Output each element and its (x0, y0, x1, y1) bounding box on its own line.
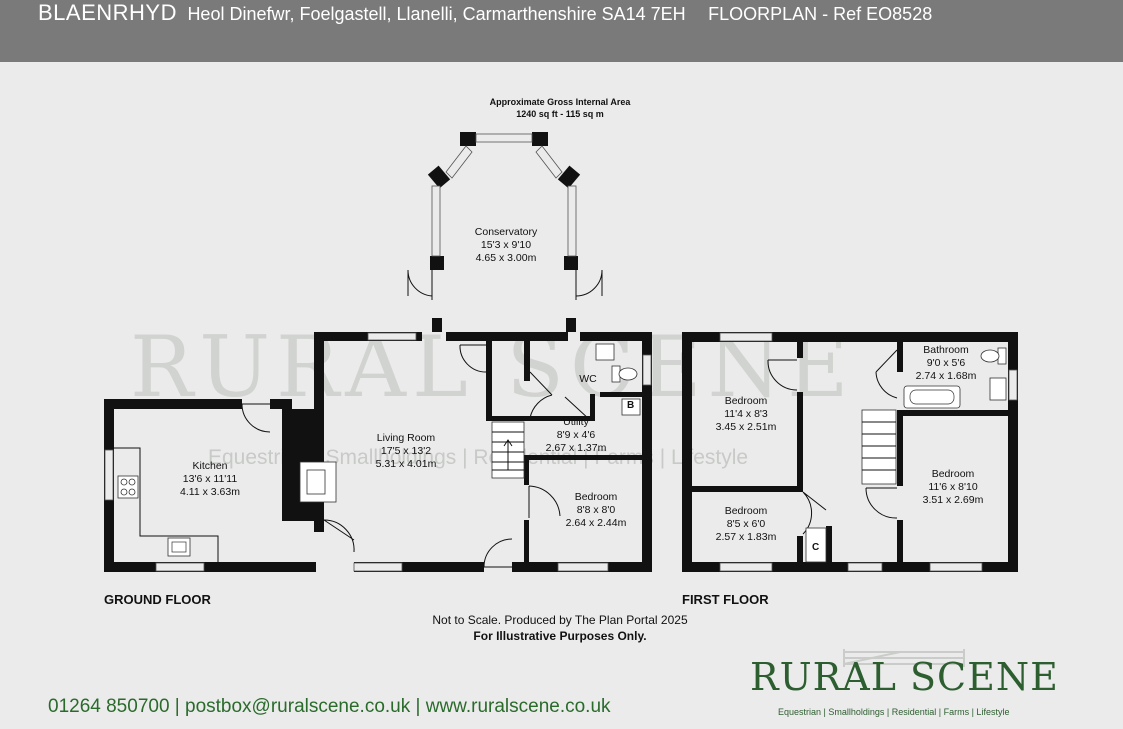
credit-line-2: For Illustrative Purposes Only. (473, 629, 647, 643)
room-metric: 3.51 x 2.69m (922, 494, 984, 506)
toilet-icon (611, 365, 638, 383)
cupboard-box (805, 527, 827, 563)
watermark-tagline: Equestrian | Smallholdings | Residential… (208, 446, 749, 469)
room-metric: 2.67 x 1.37m (545, 442, 607, 454)
floorplan-drawing: .w{fill:#111;} .ln{stroke:#111;fill:none… (104, 132, 1018, 572)
room-bedroom-first-1: Bedroom 11'4 x 8'3 3.45 x 2.51m (716, 395, 777, 434)
sink-icon (989, 377, 1007, 401)
door-swing-icon (407, 269, 603, 300)
credit-line-1: Not to Scale. Produced by The Plan Porta… (432, 613, 688, 627)
room-bedroom-ground: Bedroom 8'8 x 8'0 2.64 x 2.44m (566, 491, 627, 530)
room-bedroom-first-2: Bedroom 11'6 x 8'10 3.51 x 2.69m (923, 468, 984, 507)
room-bathroom: Bathroom 9'0 x 5'6 2.74 x 1.68m (916, 344, 977, 383)
conservatory-walls (427, 132, 581, 270)
logo-word: RURAL SCENE (750, 655, 1059, 699)
room-imperial: 8'5 x 6'0 (726, 518, 766, 530)
room-name: Bedroom (724, 395, 768, 407)
hob-icon (117, 475, 139, 499)
room-imperial: 17'5 x 13'2 (380, 445, 432, 457)
room-bedroom-first-3: Bedroom 8'5 x 6'0 2.57 x 1.83m (716, 505, 777, 544)
room-imperial: 11'6 x 8'10 (928, 481, 978, 493)
gate-icon (843, 649, 965, 667)
room-name: Living Room (376, 432, 436, 444)
room-utility: Utility 8'9 x 4'6 2.67 x 1.37m (546, 416, 607, 455)
room-name: Bedroom (574, 491, 618, 503)
room-name: Bedroom (931, 468, 975, 480)
room-metric: 3.45 x 2.51m (715, 421, 777, 433)
area-value: 1240 sq ft - 115 sq m (516, 109, 604, 119)
room-imperial: 11'4 x 8'3 (724, 408, 768, 420)
room-name: Conservatory (474, 226, 538, 238)
cupboard-marker: C (812, 542, 820, 553)
room-kitchen: Kitchen 13'6 x 11'11 4.11 x 3.63m (180, 460, 240, 499)
room-name: Bedroom (724, 505, 768, 517)
room-imperial: 8'8 x 8'0 (576, 504, 616, 516)
first-floor-windows (719, 332, 1018, 572)
fireplace-icon (299, 461, 337, 503)
property-name: BLAENRHYD (38, 0, 177, 25)
sink-icon (595, 343, 615, 361)
boiler-box (621, 398, 641, 416)
room-metric: 2.57 x 1.83m (715, 531, 777, 543)
sink-icon (167, 537, 191, 557)
property-address: Heol Dinefwr, Foelgastell, Llanelli, Car… (187, 4, 686, 24)
ground-floor-fixtures (114, 343, 641, 562)
room-metric: 2.74 x 1.68m (915, 370, 977, 382)
bath-icon (903, 385, 961, 409)
room-living-room: Living Room 17'5 x 13'2 5.31 x 4.01m (376, 432, 437, 471)
credit-note: Not to Scale. Produced by The Plan Porta… (380, 612, 740, 644)
first-floor-fixtures (805, 347, 1007, 563)
first-floor-label: FIRST FLOOR (682, 592, 769, 607)
boiler-marker: B (627, 400, 635, 411)
ground-floor-label: GROUND FLOOR (104, 592, 211, 607)
room-name: Utility (563, 416, 589, 428)
stairs-icon (861, 409, 897, 485)
header-line: BLAENRHYD Heol Dinefwr, Foelgastell, Lla… (38, 0, 932, 26)
room-conservatory: Conservatory 15'3 x 9'10 4.65 x 3.00m (475, 226, 537, 265)
ground-floor-windows (104, 332, 652, 572)
toilet-icon (980, 347, 1007, 365)
room-metric: 4.65 x 3.00m (475, 252, 537, 264)
room-name: Kitchen (192, 460, 228, 472)
room-imperial: 13'6 x 11'11 (182, 473, 238, 485)
room-imperial: 9'0 x 5'6 (926, 357, 966, 369)
gross-internal-area: Approximate Gross Internal Area 1240 sq … (460, 96, 660, 120)
area-title: Approximate Gross Internal Area (489, 97, 631, 107)
stairs-icon (491, 421, 525, 479)
room-imperial: 8'9 x 4'6 (556, 429, 596, 441)
room-metric: 5.31 x 4.01m (375, 458, 437, 470)
room-imperial: 15'3 x 9'10 (480, 239, 532, 251)
floorplan-reference: FLOORPLAN - Ref EO8528 (708, 4, 933, 24)
room-metric: 2.64 x 2.44m (565, 517, 627, 529)
room-name: Bathroom (923, 344, 969, 356)
brand-logo: RURAL SCENE Equestrian | Smallholdings |… (748, 645, 1068, 725)
logo-tagline: Equestrian | Smallholdings | Residential… (778, 707, 1010, 717)
door-swing-icon (241, 344, 591, 568)
room-metric: 4.11 x 3.63m (180, 486, 240, 498)
header-bar: BLAENRHYD Heol Dinefwr, Foelgastell, Lla… (0, 0, 1123, 62)
room-wc: WC (579, 373, 597, 386)
room-name: WC (579, 373, 597, 385)
contact-line: 01264 850700 | postbox@ruralscene.co.uk … (48, 696, 611, 717)
door-swing-icon (767, 349, 898, 535)
